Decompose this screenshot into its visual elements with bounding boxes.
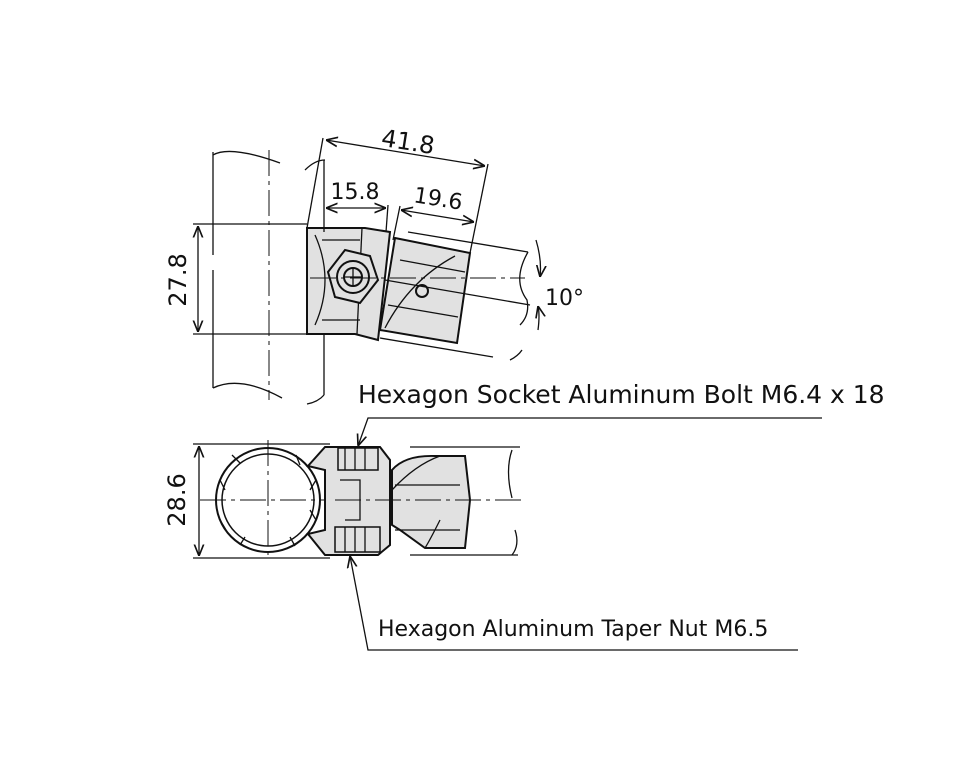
left-clamp-body — [306, 227, 392, 342]
bottom-view: 28.6 — [163, 440, 525, 560]
pipe-cross-section — [200, 440, 340, 560]
dim-28-6: 28.6 — [163, 443, 330, 559]
dim-41-8: 41.8 — [306, 124, 489, 254]
taper-nut — [334, 526, 381, 553]
dim-angle: 10° — [536, 239, 584, 331]
bolt-head — [337, 447, 379, 471]
angled-pipe-lines — [310, 231, 531, 361]
top-view: 41.8 15.8 19.6 27.8 10° — [164, 124, 584, 405]
dim-15-8: 15.8 — [323, 160, 389, 233]
right-clamp-body — [378, 236, 472, 345]
dim-left-length: 15.8 — [331, 180, 380, 205]
dim-bottom-diameter: 28.6 — [163, 473, 191, 526]
dim-19-6: 19.6 — [392, 183, 474, 241]
dim-right-length: 19.6 — [412, 183, 464, 215]
callout-nut-label: Hexagon Aluminum Taper Nut M6.5 — [378, 617, 768, 642]
dim-top-height: 27.8 — [164, 253, 192, 306]
dim-27-8: 27.8 — [164, 223, 320, 335]
dim-overall-length: 41.8 — [379, 124, 436, 160]
callout-bolt-label: Hexagon Socket Aluminum Bolt M6.4 x 18 — [358, 380, 885, 409]
dim-angle-value: 10° — [545, 286, 584, 311]
callout-nut-leader — [350, 556, 798, 651]
callout-bolt-leader — [358, 417, 822, 446]
clamp-side — [306, 446, 525, 556]
